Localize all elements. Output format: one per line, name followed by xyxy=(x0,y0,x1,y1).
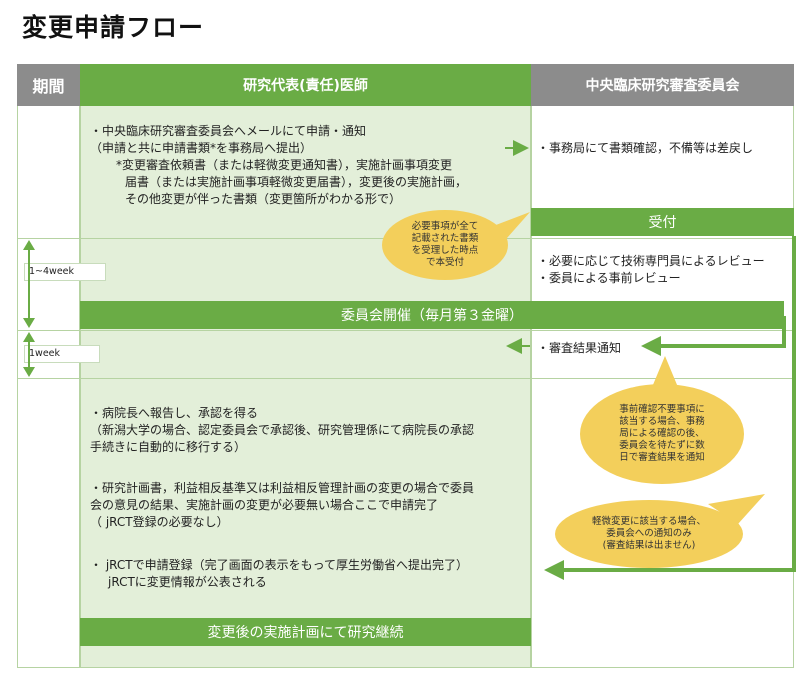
bubble-line: 必要事項が全て xyxy=(411,221,479,232)
page-title: 変更申請フロー xyxy=(22,13,205,42)
period-header: 期間 xyxy=(17,64,80,106)
pi-report-line: 手続きに自動的に移行する） xyxy=(90,440,247,454)
committee-meeting-bar: 委員会開催（毎月第３金曜） xyxy=(80,301,784,329)
research-continue-bar: 変更後の実施計画にて研究継続 xyxy=(80,618,531,646)
row-divider xyxy=(17,378,794,379)
row-divider xyxy=(17,330,794,331)
minor-change-bubble: 軽微変更に該当する場合、 委員会への通知のみ (審査結果は出ません) xyxy=(555,500,743,568)
period-column xyxy=(17,64,80,668)
bubble-tail xyxy=(488,212,530,246)
pi-docs-line: その他変更が伴った書類（変更箇所がわかる形で） xyxy=(125,192,402,206)
bubble-line: 委員会を待たずに数 xyxy=(619,440,705,451)
committee-check-text: ・事務局にて書類確認，不備等は差戻し xyxy=(537,141,754,155)
pi-jrct-line: ・ jRCTで申請登録（完了画面の表示をもって厚生労働省へ提出完了） xyxy=(90,558,469,572)
receipt-note-bubble: 必要事項が全て 記載された書類 を受理した時点 で本受付 xyxy=(382,210,508,280)
bubble-line: 該当する場合、事務 xyxy=(619,416,705,427)
week-label-1: 1week xyxy=(24,345,100,363)
pi-column xyxy=(80,64,531,668)
pi-apply-line: ・中央臨床研究審査委員会へメールにて申請・通知 xyxy=(90,124,367,138)
review-line: ・必要に応じて技術専門員によるレビュー xyxy=(537,254,765,268)
pi-apply-line: （申請と共に申請書類*を事務局へ提出） xyxy=(90,141,313,155)
pi-header: 研究代表(責任)医師 xyxy=(80,64,531,106)
pi-complete-line: （ jRCT登録の必要なし） xyxy=(90,515,229,529)
pi-docs-line: *変更審査依頼書（または軽微変更通知書），実施計画事項変更 xyxy=(116,158,453,172)
bubble-line: 委員会への通知のみ xyxy=(606,528,692,539)
bubble-line: 記載された書類 xyxy=(411,233,479,244)
week-label-1-4: 1~4week xyxy=(24,263,106,281)
uketsuke-bar: 受付 xyxy=(531,208,794,236)
pi-report-line: ・病院長へ報告し、承認を得る xyxy=(90,406,259,420)
bubble-tail xyxy=(650,356,680,392)
bubble-line: (審査結果は出ません) xyxy=(602,540,696,551)
bubble-line: 軽微変更に該当する場合、 xyxy=(591,516,706,527)
minor-change-arrow xyxy=(544,236,796,580)
result-notice-text: ・審査結果通知 xyxy=(537,341,622,355)
bubble-tail xyxy=(708,494,765,524)
review-line: ・委員による事前レビュー xyxy=(537,271,681,285)
bubble-line: 事前確認不要事項に xyxy=(619,404,705,415)
bubble-line: を受理した時点 xyxy=(411,245,479,256)
pre-check-bubble: 事前確認不要事項に 該当する場合、事務 局による確認の後、 委員会を待たずに数 … xyxy=(580,384,744,484)
bubble-line: 日で審査結果を通知 xyxy=(619,452,705,463)
pi-docs-line: 届書（または実施計画事項軽微変更届書），変更後の実施計画， xyxy=(125,175,468,189)
pi-complete-line: 会の意見の結果、実施計画の変更が必要無い場合ここで申請完了 xyxy=(90,498,439,512)
result-arrow xyxy=(641,316,786,356)
bubble-line: で本受付 xyxy=(425,257,464,268)
pi-complete-line: ・研究計画書，利益相反基準又は利益相反管理計画の変更の場合で委員 xyxy=(90,481,475,495)
bubble-line: 局による確認の後、 xyxy=(619,428,705,439)
pi-report-line: （新潟大学の場合、認定委員会で承認後、研究管理係にて病院長の承認 xyxy=(90,423,475,437)
pi-jrct-line: jRCTに変更情報が公表される xyxy=(108,575,267,589)
committee-header: 中央臨床研究審査委員会 xyxy=(531,64,794,106)
